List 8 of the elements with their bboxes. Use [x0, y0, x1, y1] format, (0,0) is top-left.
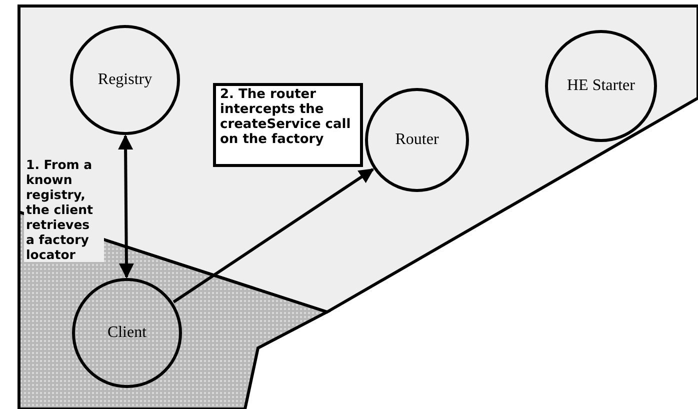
arrow [118, 134, 134, 278]
step-note: 1. From a known registry, the client retrieves a factory locator [24, 157, 104, 262]
client-circle: Client [72, 278, 182, 388]
arrow [172, 168, 374, 304]
router-circle: Router [365, 88, 469, 192]
callout-box: 2. The router intercepts the createService call on the factory [213, 83, 363, 167]
registry-circle: Registry [70, 25, 180, 135]
starter-circle: HE Starter [545, 30, 657, 142]
